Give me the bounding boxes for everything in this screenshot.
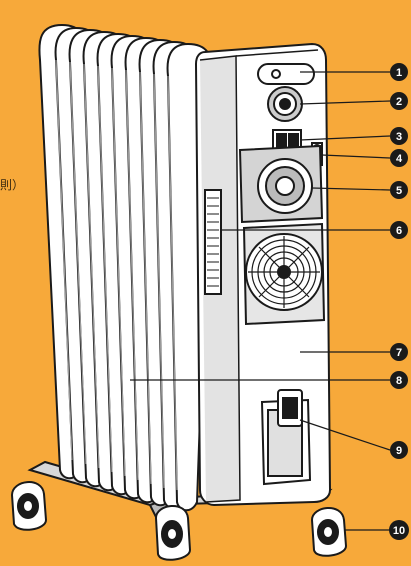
indicator-light bbox=[257, 63, 315, 85]
callout-3: 3 bbox=[390, 127, 408, 145]
svg-text:3: 3 bbox=[396, 131, 402, 143]
svg-text:1: 1 bbox=[396, 67, 402, 79]
callout-1: 1 bbox=[390, 63, 408, 81]
svg-text:10: 10 bbox=[393, 525, 405, 537]
rocker-switches bbox=[272, 129, 302, 153]
radiator-fins bbox=[38, 23, 214, 512]
callout-10: 10 bbox=[389, 520, 409, 540]
callout-2: 2 bbox=[390, 92, 408, 110]
callouts: 1 2 3 4 5 6 7 8 9 10 bbox=[389, 63, 409, 540]
caster-wheels bbox=[10, 481, 348, 561]
caster-right bbox=[310, 507, 348, 557]
timer-dial bbox=[238, 144, 324, 224]
svg-text:5: 5 bbox=[396, 185, 402, 197]
caster-center bbox=[154, 505, 192, 561]
callout-4: 4 bbox=[390, 149, 408, 167]
svg-text:7: 7 bbox=[396, 347, 402, 359]
caster-left bbox=[10, 481, 48, 531]
cord-storage bbox=[260, 389, 312, 486]
callout-7: 7 bbox=[390, 343, 408, 361]
svg-text:8: 8 bbox=[396, 375, 402, 387]
callout-6: 6 bbox=[390, 221, 408, 239]
callout-9: 9 bbox=[390, 441, 408, 459]
fin-shading bbox=[55, 59, 178, 491]
svg-text:2: 2 bbox=[396, 96, 402, 108]
svg-text:9: 9 bbox=[396, 445, 402, 457]
side-text-fragment: 則） bbox=[0, 178, 25, 192]
svg-text:6: 6 bbox=[396, 225, 402, 237]
thermostat-dial bbox=[267, 86, 303, 122]
leader-lines bbox=[130, 71, 391, 531]
fan-grille bbox=[242, 222, 326, 326]
callout-5: 5 bbox=[390, 181, 408, 199]
svg-text:4: 4 bbox=[396, 153, 403, 165]
side-vent bbox=[204, 189, 222, 295]
callout-8: 8 bbox=[390, 371, 408, 389]
